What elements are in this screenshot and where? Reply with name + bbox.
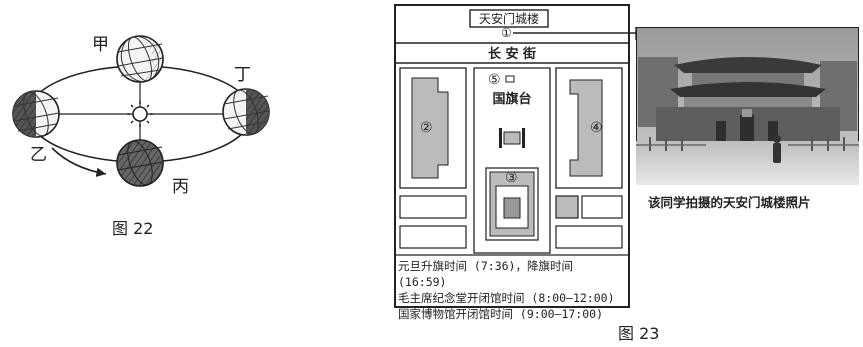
note-museum-hours: 国家博物馆开闭馆时间 (9:00—17:00) bbox=[398, 307, 604, 321]
marker-4: ④ bbox=[590, 120, 603, 136]
revolution-arrow-icon bbox=[51, 147, 107, 178]
photo-caption: 该同学拍摄的天安门城楼照片 bbox=[648, 195, 811, 210]
plot-right-shaded bbox=[555, 195, 579, 219]
building-4 bbox=[569, 79, 603, 177]
note-flag-time: 元旦升旗时间 (7:36)，降旗时间 (16:59) bbox=[398, 259, 573, 289]
marker-1: ① bbox=[501, 26, 512, 40]
flagpole-label: 国旗台 bbox=[492, 91, 531, 107]
marker-2: ② bbox=[420, 120, 433, 136]
fig22-caption: 图 22 bbox=[112, 219, 153, 238]
schedule-notes: 元旦升旗时间 (7:36)，降旗时间 (16:59) 毛主席纪念堂开闭馆时间 (… bbox=[398, 258, 628, 322]
marker-3: ③ bbox=[505, 170, 518, 186]
building-2 bbox=[411, 77, 449, 179]
label-yi: 乙 bbox=[30, 145, 47, 165]
label-jia: 甲 bbox=[92, 35, 109, 55]
earth-bing-icon bbox=[116, 139, 164, 187]
label-bing: 丙 bbox=[172, 177, 189, 197]
tiananmen-photo bbox=[636, 27, 859, 185]
map-title: 天安门城楼 bbox=[479, 11, 539, 26]
orbit-diagram: 甲 乙 丁 丙 图 22 bbox=[12, 35, 270, 238]
marker-5: ⑤ bbox=[488, 72, 501, 88]
plot-right-1 bbox=[581, 195, 623, 219]
plot-right-2 bbox=[555, 225, 623, 249]
flag-icon bbox=[505, 75, 515, 83]
title-box bbox=[469, 9, 549, 28]
square-map: 天安门城楼 ① 长 安 街 ② ④ ⑤ 国旗台 ③ bbox=[394, 4, 630, 308]
earth-jia-icon bbox=[116, 35, 164, 83]
plot-left-2 bbox=[399, 225, 467, 249]
plot-left-1 bbox=[399, 195, 467, 219]
earth-ding-icon bbox=[222, 88, 270, 136]
monument bbox=[499, 128, 525, 148]
fig23-caption: 图 23 bbox=[618, 324, 660, 343]
note-memorial-hours: 毛主席纪念堂开闭馆时间 (8:00—12:00) bbox=[398, 291, 615, 305]
earth-yi-icon bbox=[12, 90, 60, 138]
label-ding: 丁 bbox=[234, 65, 251, 85]
street-label: 长 安 街 bbox=[488, 46, 536, 62]
memorial-hall bbox=[485, 167, 539, 241]
sun-icon bbox=[127, 101, 153, 127]
